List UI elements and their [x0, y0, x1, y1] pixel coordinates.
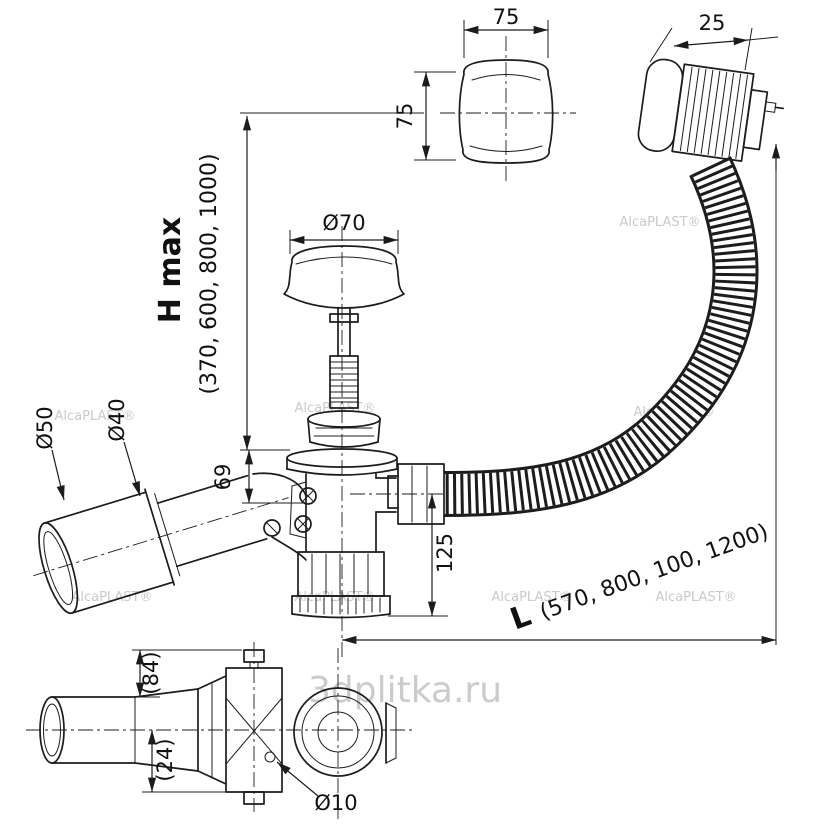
- drain-plug-assembly: [283, 245, 405, 448]
- watermark-site: 3dplitka.ru: [308, 670, 502, 711]
- cable-head-depth-label: 25: [699, 11, 726, 35]
- knob-height-label: 75: [393, 103, 417, 130]
- watermark-brand: AlcaPLAST®: [619, 215, 700, 230]
- dim-pipe-diameters: Ø50 Ø40: [33, 398, 141, 501]
- hole-diameter-label: Ø10: [314, 791, 357, 815]
- bottom-side-view: [39, 649, 397, 805]
- dim-hole-diameter: Ø10: [276, 761, 358, 815]
- outer-diameter-label: Ø50: [33, 406, 57, 449]
- dim-side-height: (84): [120, 649, 242, 698]
- watermark-brand: AlcaPLAST®: [655, 590, 736, 605]
- dim-plug-diameter: Ø70: [289, 211, 399, 254]
- flexible-hose: [443, 156, 759, 517]
- h-max-values: (370, 600, 800, 1000): [197, 153, 222, 394]
- dim-knob-height: 75: [393, 71, 456, 161]
- body-height-label: 125: [433, 533, 457, 573]
- watermark-brand: AlcaPLAST®: [54, 409, 135, 424]
- side-offset-label: (24): [153, 738, 177, 781]
- length-values: (570, 800, 100, 1200): [537, 519, 772, 625]
- watermark-brand: AlcaPLAST®: [294, 590, 375, 605]
- siphon-body: [286, 448, 445, 619]
- knob-width-label: 75: [493, 5, 520, 29]
- dim-side-offset: (24): [142, 730, 238, 793]
- dim-cable-head-depth: 25: [649, 11, 779, 71]
- dim-h-max: H max (370, 600, 800, 1000): [153, 112, 424, 451]
- cable-control-head: [637, 58, 785, 162]
- plug-diameter-label: Ø70: [322, 211, 365, 235]
- h-max-label: H max: [153, 217, 188, 323]
- overflow-outlet-pipe: [33, 472, 307, 615]
- dim-body-height: 125: [388, 494, 457, 617]
- remote-knob: [458, 59, 554, 164]
- flange-to-outlet-label: 69: [211, 464, 235, 491]
- watermark-brand: AlcaPLAST®: [491, 590, 572, 605]
- dim-knob-width: 75: [463, 5, 549, 58]
- centerlines: [26, 36, 576, 822]
- dim-flange-to-outlet: 69: [211, 450, 304, 504]
- side-height-label: (84): [139, 651, 163, 694]
- inner-diameter-label: Ø40: [105, 398, 129, 441]
